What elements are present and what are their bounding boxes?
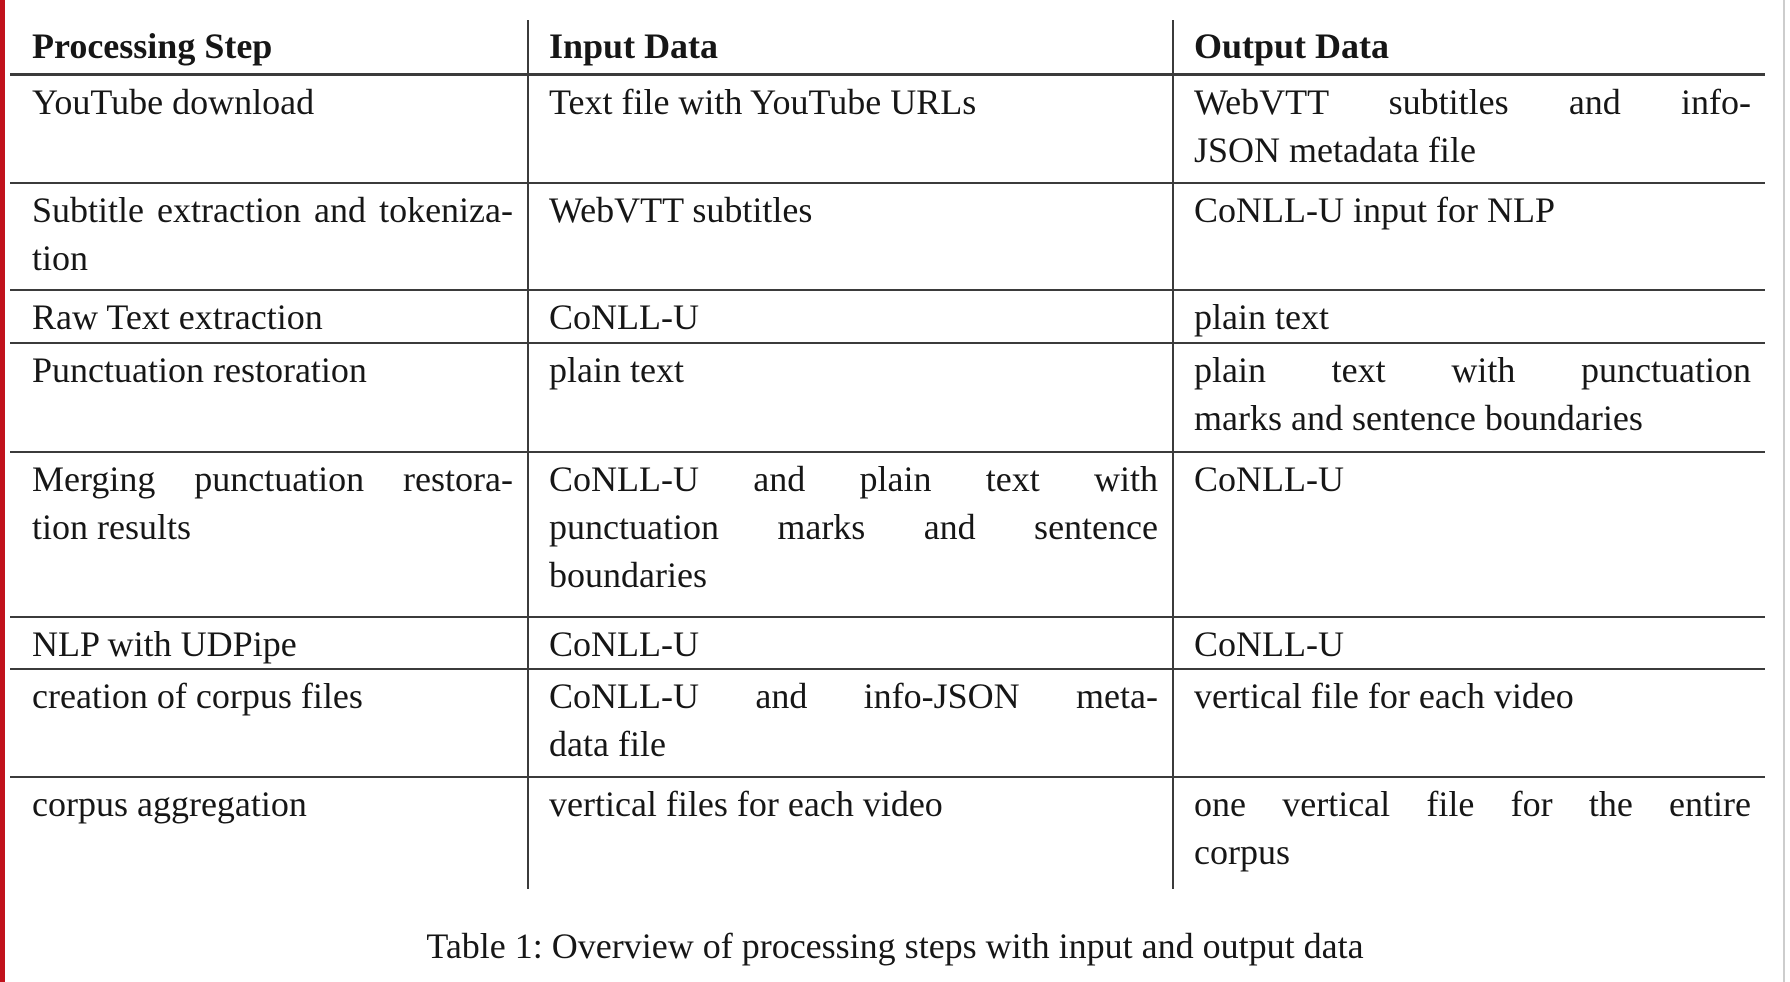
cell-step: Punctuation restoration xyxy=(32,350,367,390)
table-row: Raw Text extraction CoNLL-U plain text xyxy=(10,290,1765,343)
table-row: creation of corpus files CoNLL-U and inf… xyxy=(10,669,1765,777)
table-row: YouTube download Text file with YouTube … xyxy=(10,74,1765,183)
cell-output: vertical file for each video xyxy=(1172,669,1765,777)
column-header-output-data: Output Data xyxy=(1172,20,1765,76)
column-header-input-data: Input Data xyxy=(527,20,1173,76)
cell-output: CoNLL-U input for NLP xyxy=(1172,183,1765,290)
cell-step: NLP with UDPipe xyxy=(32,624,297,664)
cell-input: CoNLL-U and info-JSON meta-data file xyxy=(527,669,1173,777)
processing-steps-table: Processing Step Input Data Output Data Y… xyxy=(10,20,1765,889)
cell-input: vertical files for each video xyxy=(527,777,1173,889)
cell-output: CoNLL-U xyxy=(1172,452,1765,617)
cell-output: plain text xyxy=(1172,290,1765,343)
table-row: Punctuation restoration plain text plain… xyxy=(10,343,1765,452)
cell-step: Subtitle extraction and tokeniza-tion xyxy=(32,190,513,278)
cell-input: CoNLL-U xyxy=(527,290,1173,343)
table-caption: Table 1: Overview of processing steps wi… xyxy=(426,926,1364,966)
cell-input: Text file with YouTube URLs xyxy=(527,74,1173,183)
cell-step: Merging punctuation restora-tion results xyxy=(32,459,513,547)
cell-step: YouTube download xyxy=(32,81,315,122)
cell-step: creation of corpus files xyxy=(32,676,363,716)
cell-input: CoNLL-U xyxy=(527,617,1173,669)
page-right-edge-line xyxy=(1783,0,1785,982)
table-row: Subtitle extraction and tokeniza-tion We… xyxy=(10,183,1765,290)
cell-input: WebVTT subtitles xyxy=(527,183,1173,290)
cell-output: WebVTT subtitles and info-JSON metadata … xyxy=(1172,74,1765,183)
page-left-edge-accent xyxy=(0,0,5,982)
table-row: Merging punctuation restora-tion results… xyxy=(10,452,1765,617)
column-header-processing-step: Processing Step xyxy=(10,20,528,76)
table-row: NLP with UDPipe CoNLL-U CoNLL-U xyxy=(10,617,1765,669)
table-header-row: Processing Step Input Data Output Data xyxy=(10,20,1765,76)
cell-step: corpus aggregation xyxy=(32,784,307,824)
table-row: corpus aggregation vertical files for ea… xyxy=(10,777,1765,889)
cell-step: Raw Text extraction xyxy=(32,297,323,337)
cell-output: CoNLL-U xyxy=(1172,617,1765,669)
cell-input: plain text xyxy=(527,343,1173,452)
